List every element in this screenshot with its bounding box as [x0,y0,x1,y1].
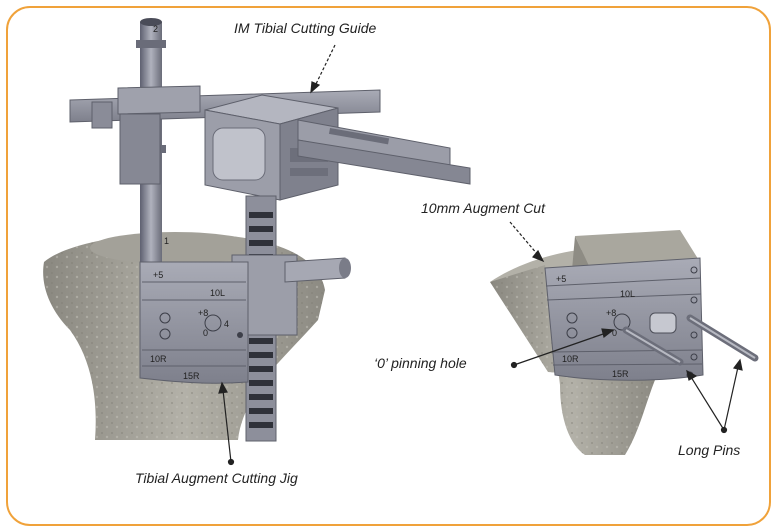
jig-mark-plus8-right: +8 [606,308,616,318]
arrow-long-pins-right [723,366,739,431]
arrow-pinning-hole [513,332,607,366]
label-im-tibial-cutting-guide: IM Tibial Cutting Guide [234,20,377,36]
arrow-jig [222,389,232,463]
left-assembly: +5 10L +8 0 4 10R 15R 1 2 [43,18,471,442]
arrowhead-pinning-hole [601,328,615,339]
right-tibia-bone [490,230,700,455]
rack-clamp [231,254,351,336]
arrowhead-jig [218,381,228,394]
im-tibial-cutting-guide [204,94,471,201]
label-long-pins: Long Pins [678,442,741,458]
arrowhead-long-pins-left [686,369,698,381]
jig-mark-15r-right: 15R [612,369,629,379]
dot-pinning-hole [510,361,518,369]
dot-jig [227,458,235,466]
illustration: +5 10L +8 0 4 10R 15R 1 2 [43,18,759,466]
right-assembly: +5 10L +8 0 10R 15R [490,230,759,455]
tibial-augment-cutting-jig [139,261,249,384]
arrowhead-long-pins-right [732,358,743,371]
label-pinning-hole: ‘0’ pinning hole [374,355,467,371]
jig-mark-10l-right: 10L [620,289,635,299]
jig-mark-four: 4 [224,319,229,329]
jig-mark-plus5-right: +5 [556,274,566,284]
callout-arrows [218,44,743,466]
jig-mark-plus5: +5 [153,270,163,280]
right-jig-markings: +5 10L +8 0 10R 15R [556,274,635,379]
left-jig-markings: +5 10L +8 0 4 10R 15R 1 2 [150,24,229,381]
dot-long-pins [720,426,728,434]
rod-mark-two: 2 [153,24,158,34]
long-pins [622,314,759,366]
jig-mark-10r: 10R [150,354,167,364]
jig-mark-15r: 15R [183,371,200,381]
jig-mark-zero: 0 [203,328,208,338]
label-augment-cut: 10mm Augment Cut [421,200,545,216]
label-tibial-augment-cutting-jig: Tibial Augment Cutting Jig [135,470,298,486]
jig-mark-10l: 10L [210,288,225,298]
arrow-long-pins-left [690,376,725,431]
arrowhead-im-guide [310,81,321,94]
jig-mark-plus8: +8 [198,308,208,318]
jig-mark-10r-right: 10R [562,354,579,364]
jig-mark-zero-right: 0 [612,328,617,338]
arrow-augment-cut [509,221,539,256]
rod-mark-one: 1 [164,236,169,246]
arrow-im-guide [314,44,336,87]
arrowhead-augment-cut [532,249,545,263]
